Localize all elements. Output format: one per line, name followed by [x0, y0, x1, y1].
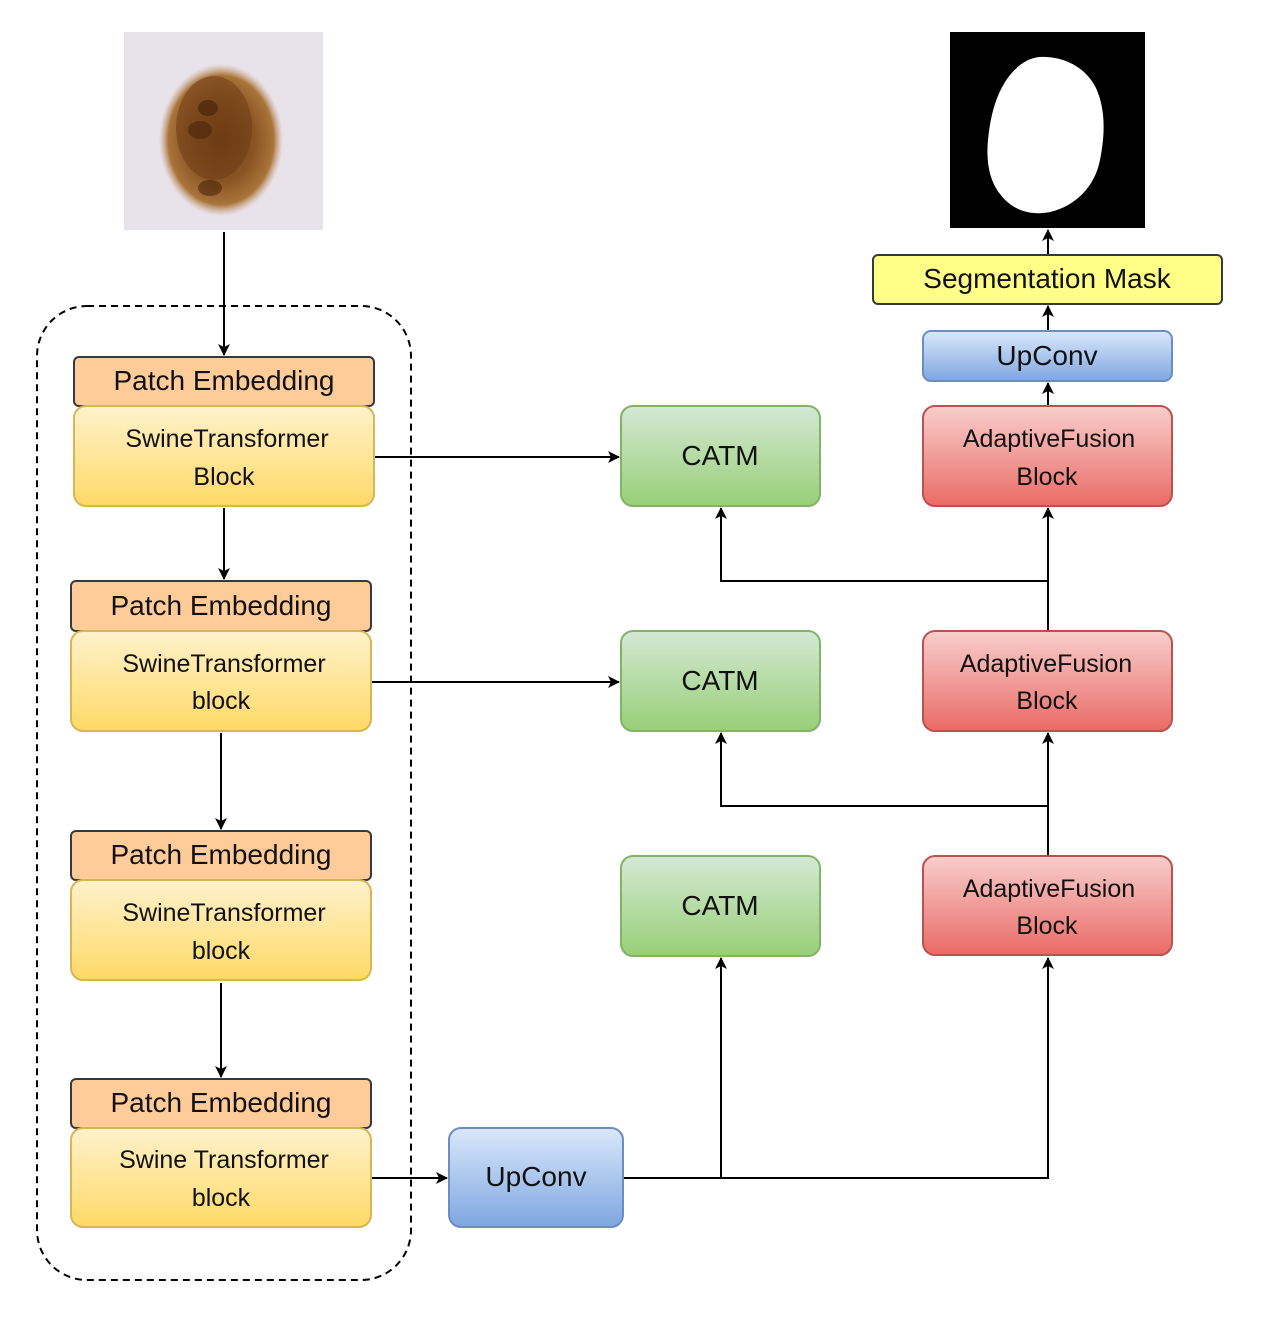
- patch-embedding-4-label: Patch Embedding: [110, 1087, 331, 1118]
- bottleneck-upconv: UpConv: [448, 1127, 624, 1228]
- swin-block-1-label-line2: Block: [193, 463, 255, 491]
- fusion-block-1-label-line2: Block: [1016, 463, 1078, 491]
- catm-2: CATM: [620, 630, 821, 732]
- patch-embedding-2-label: Patch Embedding: [110, 590, 331, 621]
- encoder-stage-1: Patch Embedding SwineTransformer Block: [73, 356, 375, 507]
- fusion-block-2-label-line1: AdaptiveFusion: [960, 650, 1132, 678]
- fusion-block-2-label-line2: Block: [1016, 687, 1078, 715]
- catm-1-label: CATM: [681, 440, 758, 471]
- swin-block-3-label-line2: block: [192, 937, 251, 965]
- catm-2-label: CATM: [681, 665, 758, 696]
- swin-block-3-label-line1: SwineTransformer: [122, 899, 325, 927]
- fusion-block-3: AdaptiveFusion Block: [922, 855, 1173, 956]
- swin-block-2-label-line2: block: [192, 687, 251, 715]
- swin-block-2-label-line1: SwineTransformer: [122, 650, 325, 678]
- swin-block-4-label-line2: block: [192, 1184, 251, 1212]
- encoder-stage-3: Patch Embedding SwineTransformer block: [70, 830, 372, 981]
- connectors: [215, 229, 1054, 1184]
- encoder-stage-4: Patch Embedding Swine Transformer block: [70, 1078, 372, 1228]
- swin-block-4: [70, 1127, 372, 1228]
- segmentation-mask-label: Segmentation Mask: [923, 263, 1171, 294]
- swin-block-1-label-line1: SwineTransformer: [125, 425, 328, 453]
- swin-block-4-label-line1: Swine Transformer: [119, 1146, 329, 1174]
- bottleneck-upconv-label: UpConv: [485, 1161, 586, 1192]
- fusion-block-1-label-line1: AdaptiveFusion: [963, 425, 1135, 453]
- swin-block-2: [70, 630, 372, 732]
- catm-3-label: CATM: [681, 890, 758, 921]
- catm-3: CATM: [620, 855, 821, 957]
- catm-1: CATM: [620, 405, 821, 507]
- patch-embedding-1-label: Patch Embedding: [113, 365, 334, 396]
- patch-embedding-3-label: Patch Embedding: [110, 839, 331, 870]
- input-image: [124, 32, 323, 230]
- fusion-block-3-label-line2: Block: [1016, 912, 1078, 940]
- fusion-block-3-label-line1: AdaptiveFusion: [963, 875, 1135, 903]
- decoder-upconv: UpConv: [922, 330, 1173, 382]
- segmentation-mask-image: [950, 32, 1145, 228]
- fusion-block-2: AdaptiveFusion Block: [922, 630, 1173, 732]
- segmentation-mask-box: Segmentation Mask: [872, 254, 1223, 305]
- swin-block-1: [73, 405, 375, 507]
- encoder-stage-2: Patch Embedding SwineTransformer block: [70, 580, 372, 732]
- swin-block-3: [70, 879, 372, 981]
- decoder-upconv-label: UpConv: [996, 340, 1097, 371]
- fusion-block-1: AdaptiveFusion Block: [922, 405, 1173, 507]
